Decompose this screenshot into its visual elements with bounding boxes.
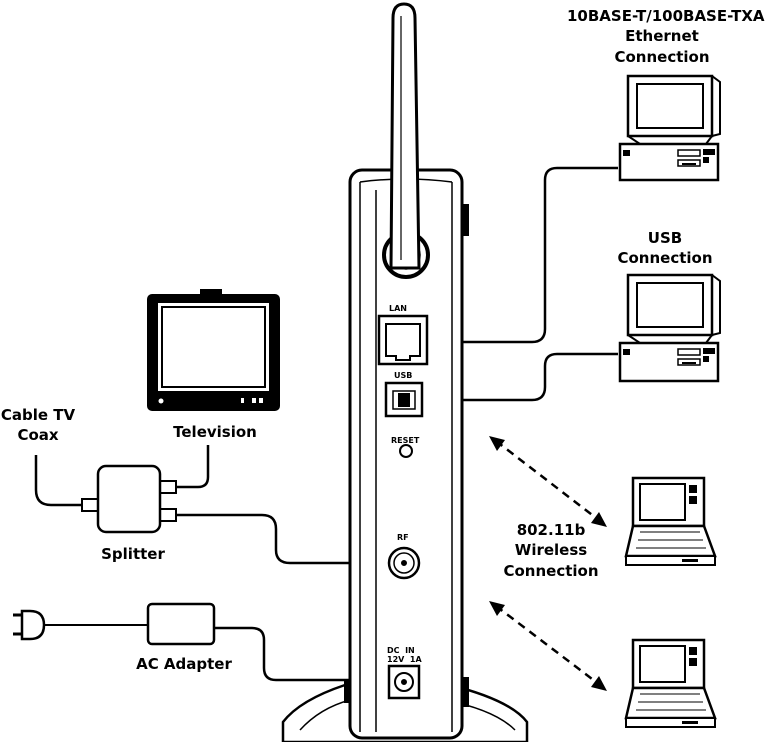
usb-port-label: USB <box>394 372 412 381</box>
wireless-laptop-icon <box>626 478 715 565</box>
wireless-label-line: Wireless <box>486 540 616 560</box>
wireless-connection-label: 802.11b Wireless Connection <box>486 520 616 581</box>
ethernet-label-line: 10BASE-T/100BASE-TXA <box>567 6 757 26</box>
usb-connection-label: USB Connection <box>600 228 730 269</box>
usb-label-line: Connection <box>600 248 730 268</box>
television-label: Television <box>162 422 268 442</box>
wireless-label-line: Connection <box>486 561 616 581</box>
reset-button <box>400 445 412 457</box>
antenna <box>391 4 419 268</box>
cable-label-line: Cable TV <box>0 405 76 425</box>
tv-cable <box>176 445 208 487</box>
dc-label-line: 12V 1A <box>387 656 422 665</box>
ac-adapter-label: AC Adapter <box>124 654 244 674</box>
rf-label: RF <box>397 534 409 543</box>
dc-power-jack <box>389 666 419 698</box>
usb-port <box>386 383 422 416</box>
wireless-label-line: 802.11b <box>486 520 616 540</box>
reset-label: RESET <box>391 437 419 446</box>
ac-adapter-icon <box>148 604 214 644</box>
ethernet-label-line: Connection <box>567 47 757 67</box>
ethernet-label-line: Ethernet <box>567 26 757 46</box>
usb-computer-icon <box>620 275 720 381</box>
splitter-icon <box>82 466 176 532</box>
cable-tv-coax-label: Cable TV Coax <box>0 405 76 446</box>
splitter-label: Splitter <box>90 544 176 564</box>
lan-port <box>379 316 427 364</box>
rf-connector <box>389 548 419 578</box>
ethernet-computer-icon <box>620 76 720 180</box>
cable-label-line: Coax <box>0 425 76 445</box>
wireless-link-arrow <box>489 601 607 691</box>
wireless-link-arrow <box>489 436 607 527</box>
wireless-laptop-icon <box>626 640 715 727</box>
power-plug-icon <box>13 611 44 639</box>
television-icon <box>148 290 279 410</box>
usb-label-line: USB <box>600 228 730 248</box>
coax-cable <box>36 455 82 505</box>
ethernet-connection-label: 10BASE-T/100BASE-TXA Ethernet Connection <box>567 6 757 67</box>
lan-port-label: LAN <box>389 305 407 314</box>
